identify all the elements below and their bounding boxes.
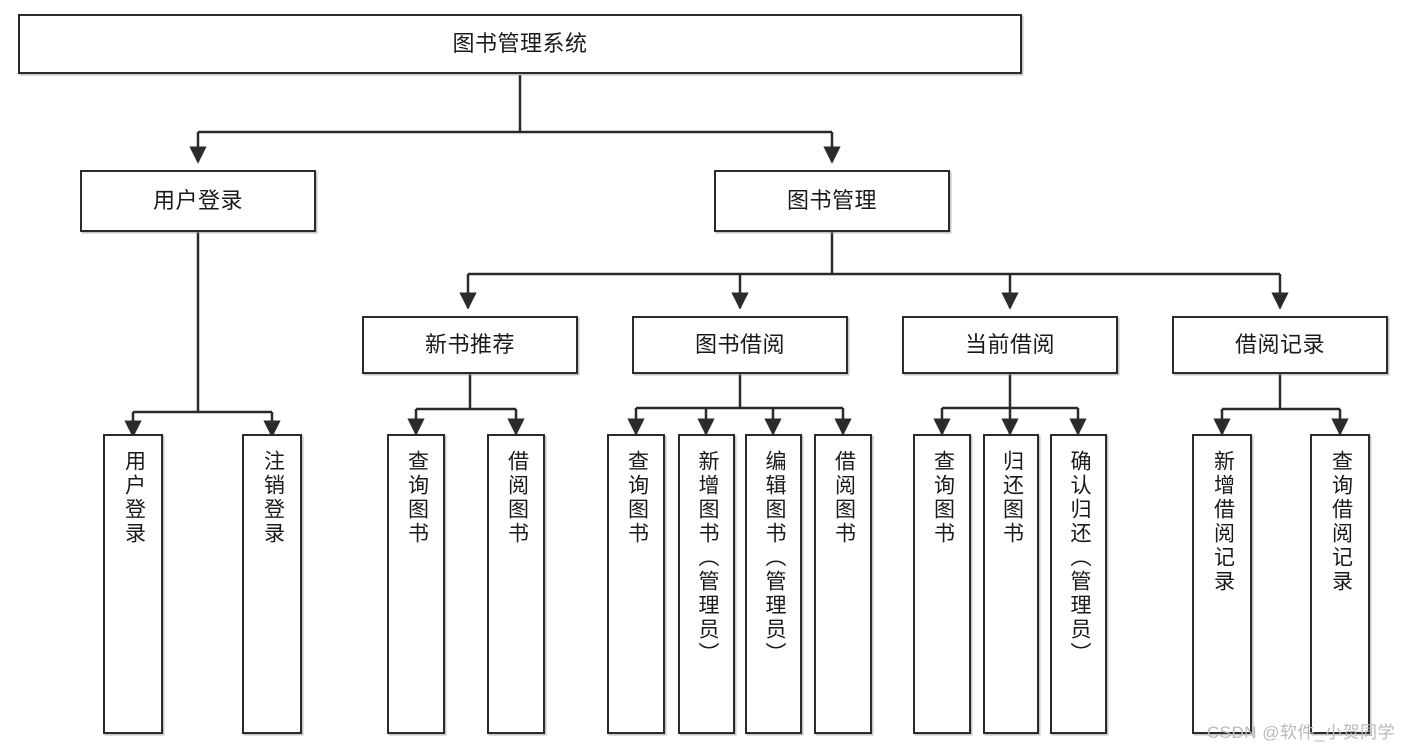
node-label: 新增借阅记录 (1211, 450, 1235, 594)
node-user-login[interactable]: 用户登录 (80, 170, 316, 232)
node-label: 新增图书（管理员） (695, 450, 719, 666)
node-book-borrow[interactable]: 图书借阅 (632, 316, 848, 374)
node-label: 注销登录 (261, 450, 285, 546)
node-borrow-record[interactable]: 借阅记录 (1172, 316, 1388, 374)
leaf-borrow-book-recommend[interactable]: 借阅图书 (487, 434, 545, 734)
node-label: 查询图书 (931, 450, 955, 546)
node-label: 新书推荐 (424, 332, 515, 358)
node-label: 查询借阅记录 (1329, 450, 1353, 594)
node-label: 借阅记录 (1234, 332, 1325, 358)
node-label: 用户登录 (152, 188, 243, 214)
leaf-add-borrow-record[interactable]: 新增借阅记录 (1192, 434, 1252, 734)
leaf-query-borrow-record[interactable]: 查询借阅记录 (1310, 434, 1370, 734)
node-label: 查询图书 (625, 450, 649, 546)
node-new-book-recommend[interactable]: 新书推荐 (362, 316, 578, 374)
node-book-management[interactable]: 图书管理 (714, 170, 950, 232)
leaf-borrow-book[interactable]: 借阅图书 (814, 434, 872, 734)
node-label: 图书借阅 (694, 332, 785, 358)
node-label: 借阅图书 (505, 450, 529, 546)
watermark-text: CSDN @软件_小贺同学 (1206, 723, 1395, 742)
leaf-return-book[interactable]: 归还图书 (983, 434, 1039, 734)
node-label: 查询图书 (405, 450, 429, 546)
leaf-confirm-return-admin[interactable]: 确认归还（管理员） (1050, 434, 1107, 734)
node-label: 借阅图书 (832, 450, 856, 546)
leaf-add-book-admin[interactable]: 新增图书（管理员） (678, 434, 735, 734)
leaf-logout[interactable]: 注销登录 (242, 434, 302, 734)
node-root-system[interactable]: 图书管理系统 (18, 14, 1022, 74)
node-label: 图书管理系统 (452, 31, 588, 57)
leaf-query-book-borrow[interactable]: 查询图书 (607, 434, 665, 734)
node-label: 当前借阅 (964, 332, 1055, 358)
leaf-query-book-recommend[interactable]: 查询图书 (387, 434, 445, 734)
node-label: 用户登录 (122, 450, 146, 546)
leaf-query-book-current[interactable]: 查询图书 (913, 434, 971, 734)
node-label: 编辑图书（管理员） (762, 450, 786, 666)
node-current-borrow[interactable]: 当前借阅 (902, 316, 1118, 374)
leaf-edit-book-admin[interactable]: 编辑图书（管理员） (745, 434, 802, 734)
node-label: 确认归还（管理员） (1067, 450, 1091, 666)
leaf-user-login[interactable]: 用户登录 (103, 434, 163, 734)
node-label: 图书管理 (786, 188, 877, 214)
node-label: 归还图书 (1000, 450, 1024, 546)
